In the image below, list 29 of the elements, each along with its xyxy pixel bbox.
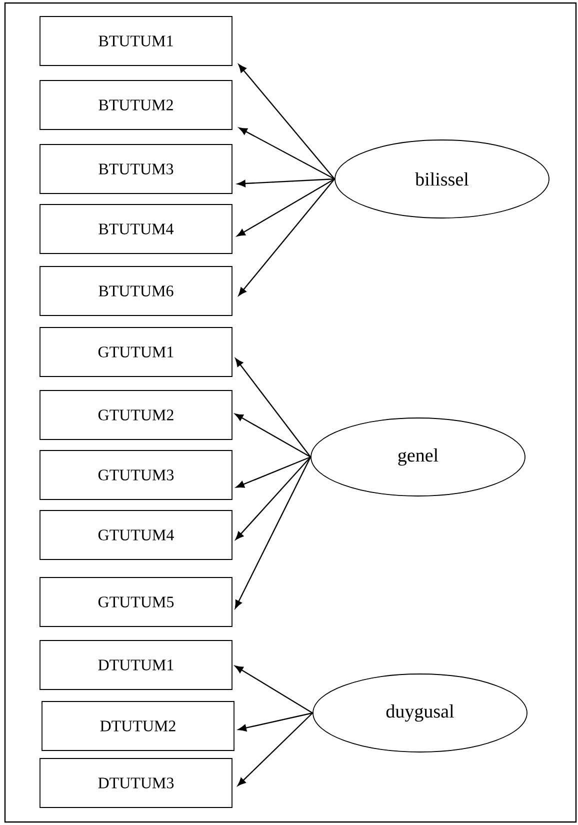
variable-box: DTUTUM3 — [40, 758, 232, 808]
arrow — [236, 178, 335, 236]
variable-box: GTUTUM2 — [40, 390, 232, 440]
variable-box: BTUTUM2 — [40, 80, 232, 130]
variable-box: GTUTUM4 — [40, 510, 232, 560]
variable-box: BTUTUM4 — [40, 204, 232, 254]
variable-box: GTUTUM1 — [40, 327, 232, 377]
variable-box: BTUTUM6 — [40, 266, 232, 316]
ellipse-node: duygusal — [312, 674, 528, 752]
arrow — [236, 456, 311, 488]
variable-box: DTUTUM1 — [40, 640, 232, 690]
variable-box: BTUTUM3 — [40, 144, 232, 194]
arrow — [234, 414, 311, 458]
arrow — [235, 456, 311, 540]
arrow — [238, 64, 335, 180]
arrow — [238, 178, 335, 296]
arrow — [237, 178, 335, 188]
arrow — [234, 666, 313, 714]
variable-box: GTUTUM3 — [40, 450, 232, 500]
variable-box: DTUTUM2 — [42, 701, 234, 751]
arrow — [238, 712, 313, 732]
arrow — [238, 712, 313, 786]
arrow — [234, 456, 312, 609]
variable-box: GTUTUM5 — [40, 577, 232, 627]
arrow — [238, 128, 335, 180]
ellipse-node: bilissel — [334, 140, 550, 218]
arrow — [235, 358, 312, 458]
variable-box: BTUTUM1 — [40, 16, 232, 66]
ellipse-node: genel — [310, 418, 526, 496]
